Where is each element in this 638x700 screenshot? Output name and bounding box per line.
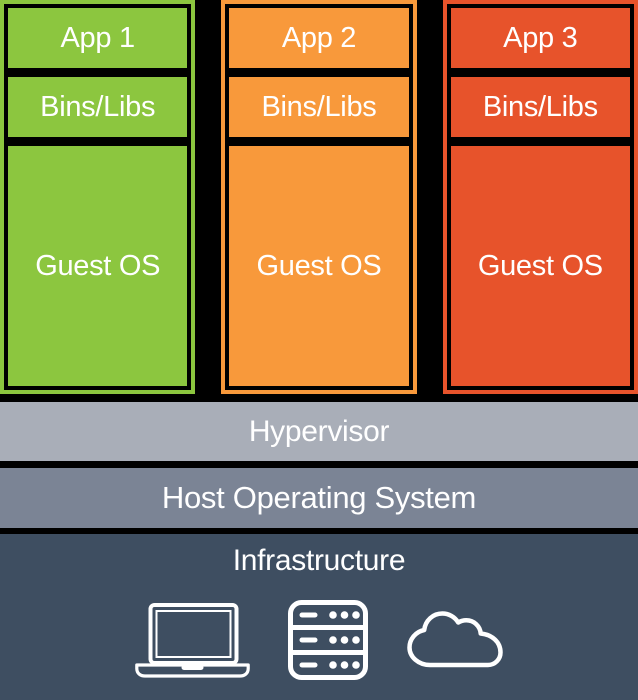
vm-column-2: App 2 Bins/Libs Guest OS <box>221 0 417 394</box>
cloud-icon <box>406 611 503 668</box>
vm-column-3: App 3 Bins/Libs Guest OS <box>442 0 638 394</box>
vm3-guest-os-cell: Guest OS <box>450 146 630 386</box>
infrastructure-section: Infrastructure <box>0 534 638 700</box>
hypervisor-label: Hypervisor <box>248 414 390 448</box>
vm-column-1: App 1 Bins/Libs Guest OS <box>0 0 196 394</box>
host-os-bar: Host Operating System <box>0 468 638 528</box>
vm2-app-cell: App 2 <box>229 8 409 68</box>
vm-row: App 1 Bins/Libs Guest OS App 2 Bins/Libs… <box>0 0 638 394</box>
server-icon <box>287 600 368 680</box>
hypervisor-bar: Hypervisor <box>0 402 638 461</box>
laptop-icon <box>134 602 250 678</box>
vm3-bins-libs-cell: Bins/Libs <box>450 77 630 137</box>
vm2-bins-libs-cell: Bins/Libs <box>229 77 409 137</box>
vm1-guest-os-cell: Guest OS <box>8 146 188 386</box>
infrastructure-icons-row <box>134 600 504 680</box>
vm2-guest-os-cell: Guest OS <box>229 146 409 386</box>
infrastructure-label: Infrastructure <box>232 544 406 577</box>
host-os-label: Host Operating System <box>161 480 477 515</box>
vm3-app-cell: App 3 <box>450 8 630 68</box>
vm1-bins-libs-cell: Bins/Libs <box>8 77 188 137</box>
vm1-app-cell: App 1 <box>8 8 188 68</box>
